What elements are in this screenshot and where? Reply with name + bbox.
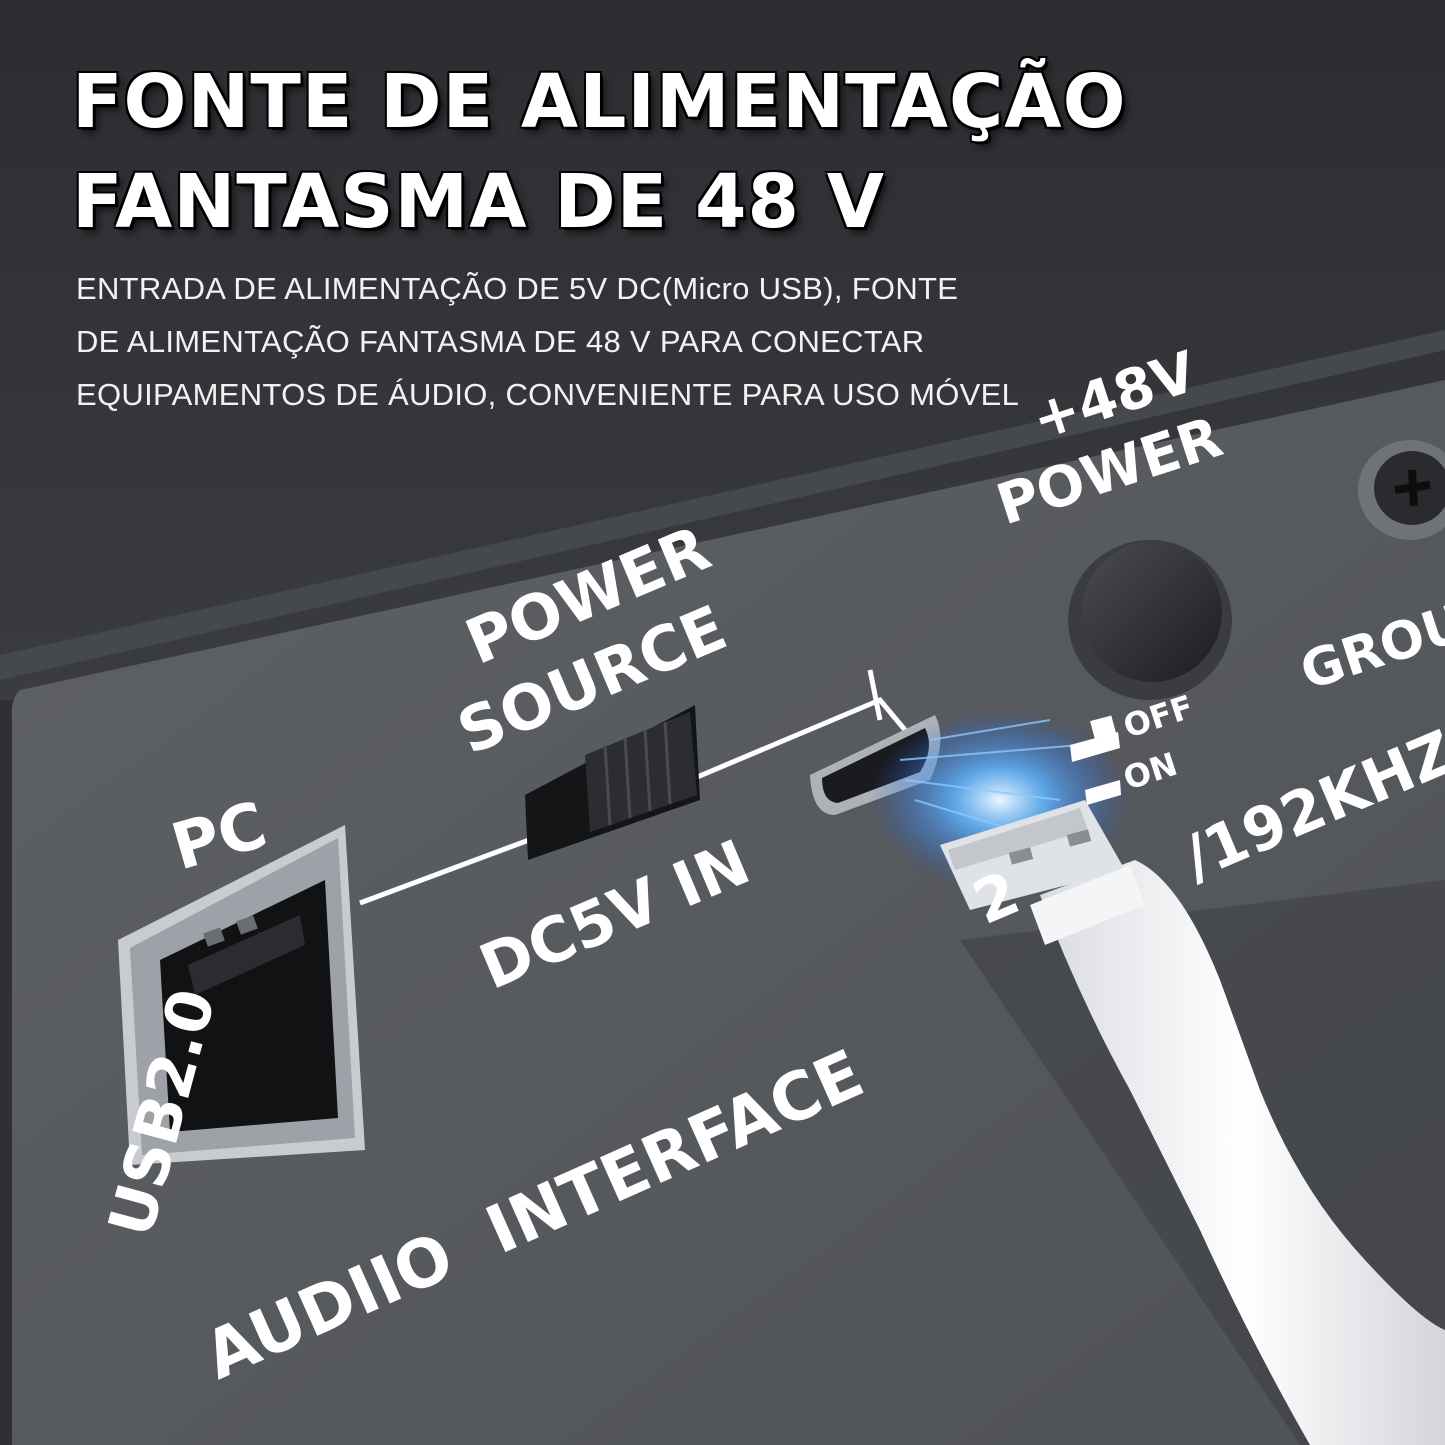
phantom-power-button[interactable] [1068,540,1232,700]
usb-b-port [118,825,365,1165]
screw-icon [1358,440,1445,540]
headline-line-1: FONTE DE ALIMENTAÇÃO [72,59,1127,145]
circuit-line-2 [867,669,883,721]
description: ENTRADA DE ALIMENTAÇÃO DE 5V DC(Micro US… [76,262,1020,421]
description-line-3: EQUIPAMENTOS DE ÁUDIO, CONVENIENTE PARA … [76,377,1020,412]
usb-cable [940,800,1445,1445]
description-line-1: ENTRADA DE ALIMENTAÇÃO DE 5V DC(Micro US… [76,271,959,306]
headline-line-2: FANTASMA DE 48 V [72,159,885,245]
off-on-icon [1070,715,1121,805]
headline: FONTE DE ALIMENTAÇÃO FANTASMA DE 48 V [72,52,1272,252]
power-source-switch[interactable] [525,705,700,860]
device-edge-bevel [0,330,1445,680]
description-line-2: DE ALIMENTAÇÃO FANTASMA DE 48 V PARA CON… [76,324,925,359]
